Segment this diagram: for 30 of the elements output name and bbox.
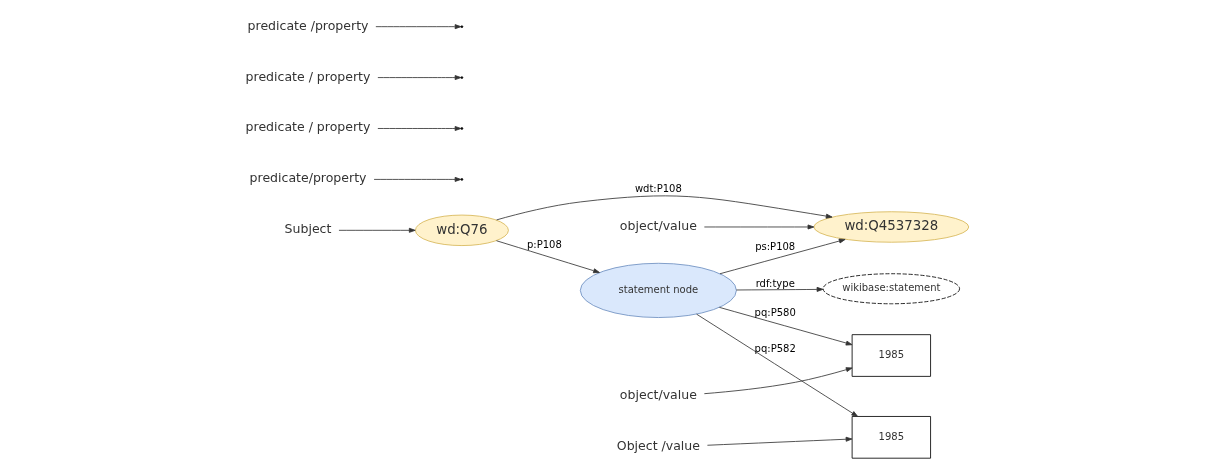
node-text: object/value [619,387,697,403]
edge-label: rdf:type [755,277,795,289]
arrow [706,436,852,446]
node-ellipse: wikibase:statement [822,273,960,305]
edge-label: pq:P582 [754,342,796,354]
node-text: object/value [619,217,697,233]
node-text: predicate/property [249,170,366,186]
node-box: 1985 [851,416,931,459]
node-text: Object /value [616,438,700,454]
arrow [338,227,416,233]
edge-label: pq:P580 [754,306,796,318]
node-text: predicate /property [247,17,368,33]
arrow [703,367,853,395]
arrow [374,24,461,30]
node-ellipse: statement node [579,262,737,318]
arrow [703,224,814,230]
node-text: Subject [284,221,331,237]
arrow [719,238,846,275]
edge-label: ps:P108 [754,241,795,253]
node-box: 1985 [851,334,931,377]
arrow [695,313,858,417]
arrow [495,240,600,274]
arrow [735,286,823,292]
arrow [495,195,832,221]
node-ellipse: wd:Q76 [414,214,509,246]
node-text: predicate / property [245,119,370,135]
edge-label: wdt:P108 [634,183,682,195]
node-text: predicate / property [245,68,370,84]
arrow [718,306,852,346]
edge-label: p:P108 [526,239,562,251]
